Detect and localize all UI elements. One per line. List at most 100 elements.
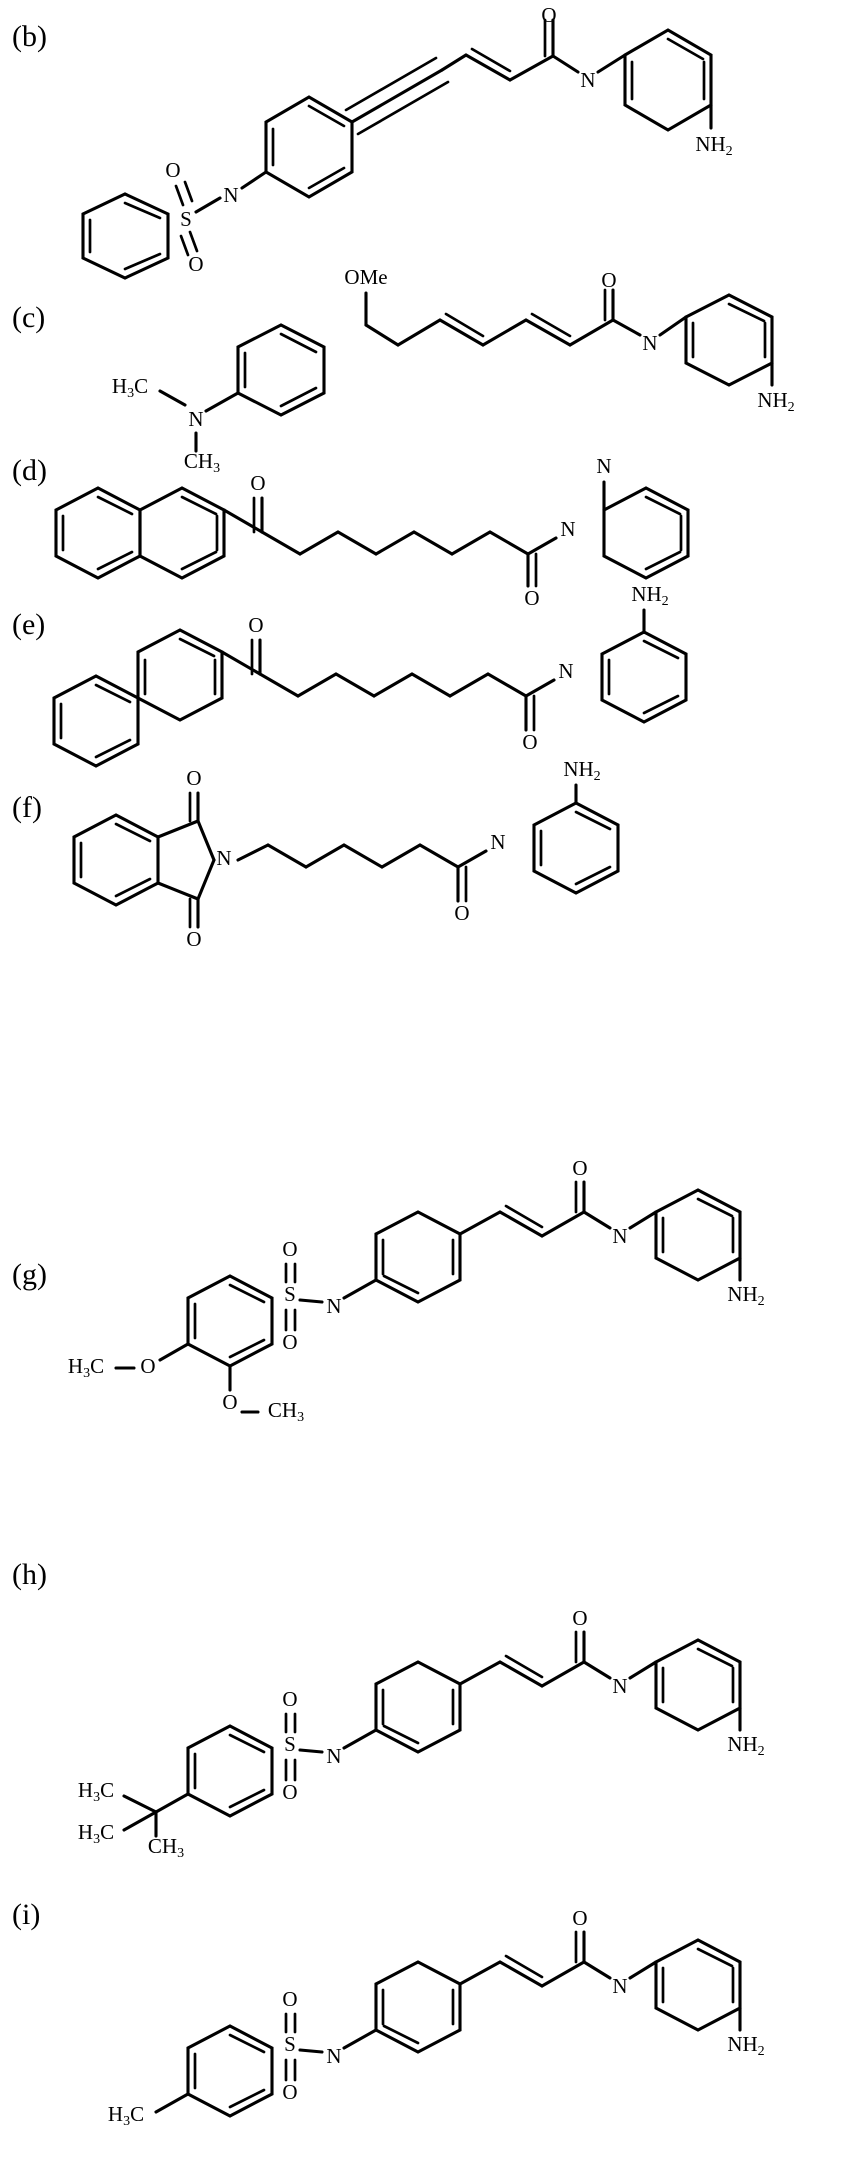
label-sulfonyl-o-upper-i: O <box>282 1987 297 2011</box>
label-amide-n-g: N <box>612 1224 627 1248</box>
label-sulfonamide-n-h: N <box>326 1744 341 1768</box>
panel-g: (g) NH2 N O <box>0 1156 843 1470</box>
meta-benzene-ring-b <box>264 95 354 199</box>
aminophenyl-ring-f <box>532 801 620 895</box>
label-nh2-e: NH2 <box>631 582 668 609</box>
label-imide-o-bottom-f: O <box>186 927 201 951</box>
label-amide-n-h: N <box>612 1674 627 1698</box>
label-sulfonamide-n-g: N <box>326 1294 341 1318</box>
label-ome-c: OMe <box>344 265 387 289</box>
label-methoxy-o-left-g: O <box>140 1354 155 1378</box>
panel-g-structure: NH2 N O N S <box>68 1156 765 1425</box>
panel-d-tag: (d) <box>12 454 47 487</box>
naphthalene-d <box>54 486 226 580</box>
label-carbonyl-o-b: O <box>541 3 556 27</box>
label-amide-n-f: N <box>490 830 505 854</box>
panel-d: (d) O <box>0 452 843 612</box>
panel-b-tag: (b) <box>12 20 47 53</box>
label-carbonyl-o-g: O <box>572 1156 587 1180</box>
panel-c-structure: NH2 N O OMe <box>112 265 795 476</box>
aminophenyl-ring-c <box>684 293 774 387</box>
panel-f: (f) O O N <box>0 757 843 970</box>
label-sulfur-b: S <box>180 207 192 231</box>
phenylene-ring-g <box>374 1210 462 1304</box>
aminophenyl-ring-b <box>623 28 713 132</box>
label-sulfonyl-o-lower-h: O <box>282 1780 297 1804</box>
label-dimethylamino-n-c: N <box>188 407 203 431</box>
pyridinyl-ring-d <box>602 486 690 580</box>
label-ketone-o-e: O <box>248 613 263 637</box>
aminophenyl-ring-g <box>654 1188 742 1282</box>
aminophenyl-ring-i <box>654 1938 742 2032</box>
tolyl-ring-i <box>186 2024 274 2118</box>
label-sulfur-h: S <box>284 1732 296 1756</box>
label-h3c-g: H3C <box>68 1354 104 1381</box>
panel-c-tag: (c) <box>12 301 46 334</box>
label-sulfonyl-o-lower-b: O <box>188 252 203 276</box>
label-sulfonamide-n-i: N <box>326 2044 341 2068</box>
panel-b: (b) NH2 N O <box>0 0 843 290</box>
label-amide-n-d: N <box>560 517 575 541</box>
panel-f-tag: (f) <box>12 791 42 824</box>
label-amide-n-c: N <box>642 331 657 355</box>
label-sulfonyl-o-upper-h: O <box>282 1687 297 1711</box>
label-tbu-methyl-2-h: H3C <box>78 1820 114 1847</box>
label-carbonyl-o-f: O <box>454 901 469 925</box>
panel-e: (e) O <box>0 582 843 780</box>
label-imide-n-f: N <box>216 846 231 870</box>
label-ketone-o-d: O <box>250 471 265 495</box>
label-imide-o-top-f: O <box>186 766 201 790</box>
phenyl-ring-b <box>81 192 170 280</box>
label-ch3-c: CH3 <box>184 449 220 476</box>
panel-h-structure: NH2 N O N S O O <box>78 1606 765 1861</box>
dimethylaminophenyl-ring-c <box>236 323 326 417</box>
label-nh2-h: NH2 <box>727 1732 764 1759</box>
label-h3c-c: H3C <box>112 374 148 401</box>
label-ch3-g: CH3 <box>268 1398 304 1425</box>
panel-g-tag: (g) <box>12 1258 47 1291</box>
label-nh2-c: NH2 <box>757 388 794 415</box>
aminophenyl-ring-e <box>600 630 688 724</box>
panel-e-structure: O O N NH2 <box>52 582 688 768</box>
label-sulfonyl-o-lower-i: O <box>282 2080 297 2104</box>
panel-i-tag: (i) <box>12 1898 41 1931</box>
aminophenyl-ring-h <box>654 1638 742 1732</box>
label-sulfonyl-o-upper-g: O <box>282 1237 297 1261</box>
panel-d-structure: O O N N <box>54 454 690 610</box>
label-ring-n-d: N <box>596 454 611 478</box>
tbutylphenyl-ring-h <box>186 1724 274 1818</box>
label-tolyl-methyl-i: H3C <box>108 2102 144 2129</box>
label-carbonyl-o-e: O <box>522 730 537 754</box>
phenylene-ring-i <box>374 1960 462 2054</box>
label-nh2-f: NH2 <box>563 757 600 784</box>
label-tbu-methyl-3-h: CH3 <box>148 1834 184 1861</box>
phenylene-ring-h <box>374 1660 462 1754</box>
phenyl-ring-e <box>52 674 140 768</box>
label-carbonyl-o-c: O <box>601 268 616 292</box>
panel-f-structure: O O N O N <box>72 757 620 951</box>
panel-b-structure: NH2 N O <box>81 3 733 280</box>
panel-c: (c) NH2 N O <box>0 265 843 476</box>
label-sulfur-g: S <box>284 1282 296 1306</box>
label-amide-n-e: N <box>558 659 573 683</box>
label-nh2-b: NH2 <box>695 132 732 159</box>
label-tbu-methyl-1-h: H3C <box>78 1778 114 1805</box>
panel-e-tag: (e) <box>12 608 46 641</box>
label-amide-n-b: N <box>580 68 595 92</box>
panel-i-structure: NH2 N O N S O O <box>108 1906 765 2129</box>
label-sulfonyl-o-upper-b: O <box>165 158 180 182</box>
biphenyl-ring-e <box>136 628 224 722</box>
label-carbonyl-o-d: O <box>524 586 539 610</box>
panel-h-tag: (h) <box>12 1558 47 1591</box>
dimethoxyphenyl-ring-g <box>186 1274 274 1368</box>
label-nh2-i: NH2 <box>727 2032 764 2059</box>
label-methoxy-o-lower-g: O <box>222 1390 237 1414</box>
label-nh2-g: NH2 <box>727 1282 764 1309</box>
label-amide-n-i: N <box>612 1974 627 1998</box>
label-carbonyl-o-h: O <box>572 1606 587 1630</box>
label-sulfonamide-n-b: N <box>223 183 238 207</box>
label-sulfur-i: S <box>284 2032 296 2056</box>
phthalimide-benzo-f <box>72 813 160 907</box>
panel-i: (i) NH2 N O <box>0 1900 843 2169</box>
